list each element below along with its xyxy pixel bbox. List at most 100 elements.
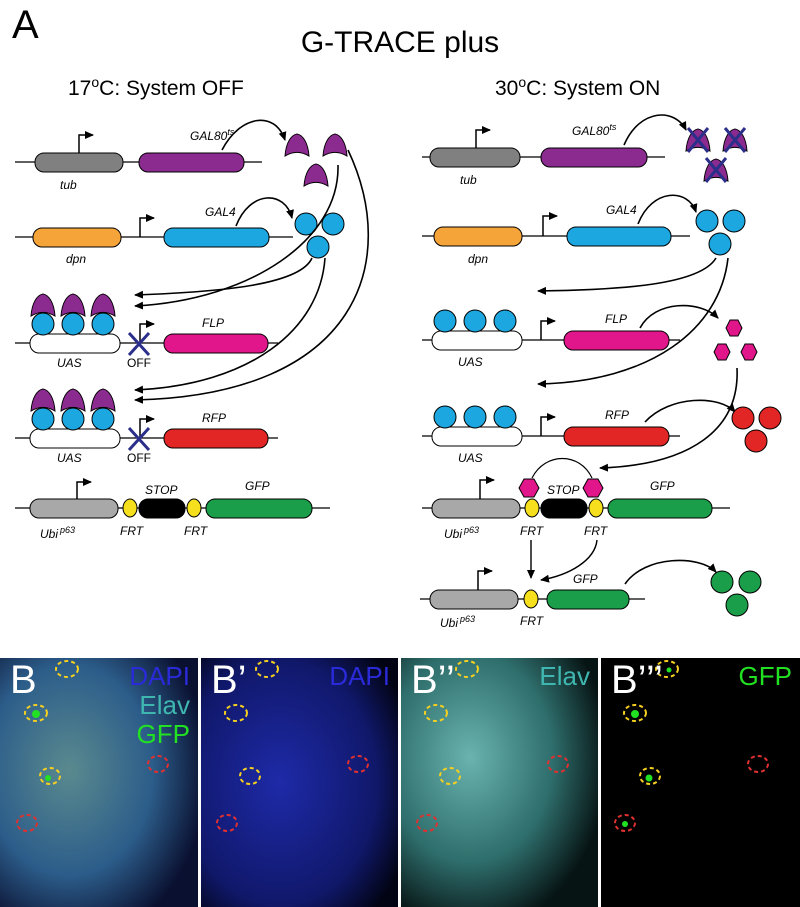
gal80ts-gene [138, 152, 245, 173]
ubi-promoter [431, 498, 521, 519]
rfp-protein-icon [731, 406, 755, 430]
gal4-gene [163, 227, 270, 248]
panel-label: B’’ [411, 658, 455, 702]
gfp-gene [205, 498, 313, 519]
flp-protein-icon [713, 343, 731, 361]
rfp-gene [563, 426, 670, 447]
tub-promoter [34, 152, 124, 173]
rfp-gene [163, 428, 269, 449]
gal80-protein-icon [303, 163, 329, 187]
flp-label: FLP [202, 316, 224, 330]
flp-protein-icon [725, 319, 743, 337]
svg-text:FLP: FLP [605, 312, 627, 326]
gfp-gene [546, 589, 630, 610]
rfp-protein-icon [744, 429, 768, 453]
frt-label: FRT [184, 524, 209, 538]
svg-text:GFP: GFP [573, 572, 598, 586]
figure-title: G-TRACE plus [301, 26, 499, 59]
gal4-protein-icon [306, 235, 330, 259]
gal4-protein-icon [294, 212, 318, 236]
panel-b-triple-prime: B’’’ GFP [601, 658, 800, 907]
uas-label: UAS [57, 356, 82, 370]
frt-site [588, 498, 604, 518]
svg-text:dpn: dpn [468, 252, 488, 266]
dpn-label: dpn [66, 252, 86, 266]
channel-label-elav: Elav [139, 690, 190, 720]
channel-label-gfp: GFP [738, 661, 792, 691]
gfp-protein-icon [738, 570, 762, 594]
gal80-protein-icon [284, 133, 310, 157]
svg-text:tub: tub [460, 173, 477, 187]
gfp-protein-icon [710, 570, 734, 594]
rfp-label: RFP [202, 411, 226, 425]
svg-text:UAS: UAS [57, 451, 82, 465]
channel-label-gfp: GFP [136, 719, 190, 749]
panel-letter-a: A [12, 3, 39, 47]
frt-label: FRT [120, 524, 145, 538]
ubi-promoter [429, 589, 519, 610]
frt-site [524, 498, 540, 518]
panel-label: B [10, 658, 37, 702]
tub-promoter [429, 147, 521, 168]
gal80ts-label: GAL80ts [190, 127, 235, 143]
gtrace-diagram: A G-TRACE plus 17oC: System OFF 30oC: Sy… [12, 3, 782, 630]
off-cross-icon [127, 426, 151, 452]
panel-b: B DAPI Elav GFP [0, 658, 198, 907]
svg-text:OFF: OFF [127, 451, 151, 465]
channel-label-elav: Elav [539, 661, 590, 691]
uas-element [431, 330, 523, 351]
off-label: OFF [127, 356, 151, 370]
stop-cassette [138, 498, 186, 519]
dpn-promoter [32, 227, 122, 248]
transcription-arrow-icon [78, 131, 94, 153]
svg-text:UAS: UAS [458, 451, 483, 465]
svg-text:FRT: FRT [584, 524, 609, 538]
gal80-protein-icon [322, 133, 348, 157]
uas-element [431, 426, 523, 447]
gfp-gene [607, 498, 713, 519]
microscopy-panels: B DAPI Elav GFP B’ DAPI B’’ Elav [0, 658, 800, 907]
gal4-gene [566, 226, 672, 247]
uas-element [29, 333, 121, 354]
left-header: 17oC: System OFF [68, 74, 244, 100]
svg-text:GFP: GFP [650, 479, 675, 493]
svg-text:GAL80ts: GAL80ts [572, 122, 617, 138]
flp-gene [163, 333, 269, 354]
channel-label-dapi: DAPI [329, 661, 390, 691]
channel-label-dapi: DAPI [129, 661, 190, 691]
gal80ts-gene [540, 147, 648, 168]
panel-label: B’’’ [611, 658, 663, 702]
svg-text:GAL4: GAL4 [606, 203, 637, 217]
frt-site [523, 589, 539, 609]
gfp-protein-icon [725, 593, 749, 617]
stop-cassette [540, 498, 588, 519]
frt-site [186, 498, 202, 518]
frt-site [122, 498, 138, 518]
gal4-protein-icon [321, 212, 345, 236]
rfp-protein-icon [758, 406, 782, 430]
inactivated-cross-icon [686, 127, 710, 153]
panel-label: B’ [211, 658, 247, 702]
stop-label: STOP [145, 483, 177, 497]
svg-text:STOP: STOP [547, 483, 579, 497]
tub-label: tub [60, 178, 77, 192]
ubi-promoter [29, 498, 119, 519]
svg-text:FRT: FRT [520, 614, 545, 628]
panel-b-prime: B’ DAPI [201, 658, 398, 907]
gfp-label: GFP [245, 479, 270, 493]
svg-text:UAS: UAS [458, 355, 483, 369]
right-column: tub GAL80ts dpn GAL4 UAS FLP [420, 114, 782, 630]
svg-text:RFP: RFP [605, 408, 629, 422]
inactivated-cross-icon [723, 127, 747, 153]
flp-protein-icon [740, 343, 758, 361]
panel-b-double-prime: B’’ Elav [401, 658, 598, 907]
gal4-label: GAL4 [205, 205, 236, 219]
off-cross-icon [127, 331, 151, 357]
dpn-promoter [433, 226, 523, 247]
left-column: tub GAL80ts dpn GAL4 UAS OFF FLP [15, 119, 370, 541]
right-header: 30oC: System ON [495, 74, 660, 100]
uas-element [29, 428, 121, 449]
svg-text:FRT: FRT [520, 524, 545, 538]
